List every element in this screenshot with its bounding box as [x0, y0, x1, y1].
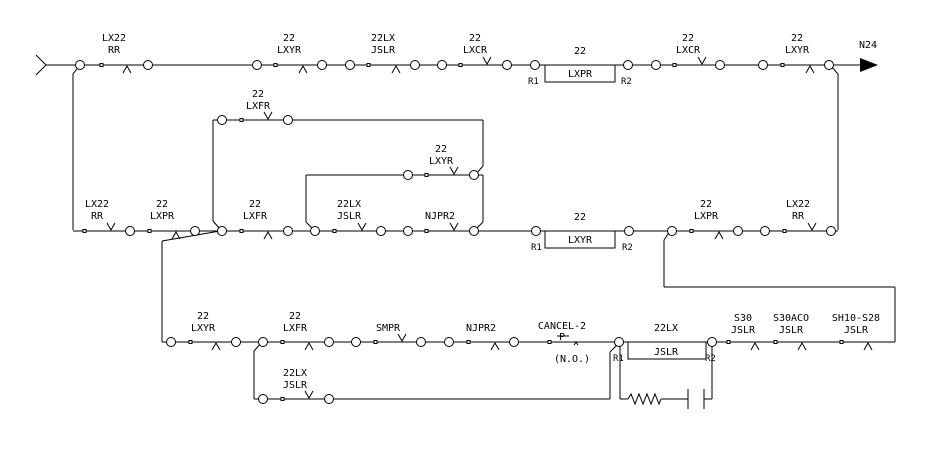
component-label: LXYR [568, 235, 593, 246]
component-label: LXPR [150, 211, 175, 222]
component-label: JSLR [283, 380, 308, 391]
contact-r2-22lxjslr: 22LX JSLR [310, 199, 386, 236]
contact-r3-smpr: SMPR [351, 323, 426, 347]
contact-r2-lx22rr-b: LX22 RR [760, 199, 836, 236]
component-label: R2 [621, 77, 632, 87]
contact-r3-sh10s28jslr: SH10-S28 JSLR [832, 313, 880, 351]
contact-r2-njpr2: NJPR2 [403, 211, 479, 236]
loop-wiring [212, 119, 484, 231]
component-label: JSLR [731, 325, 756, 336]
component-label: 22 [252, 89, 264, 100]
contact-loop-22lxyr: 22 LXYR [403, 144, 479, 180]
component-label: 22 [197, 311, 209, 322]
resistor-icon [627, 392, 662, 406]
component-label: LX22 [786, 199, 810, 210]
component-label: LXFR [246, 101, 271, 112]
component-label: NJPR2 [425, 211, 455, 222]
contact-r3-njpr2: NJPR2 [444, 323, 519, 351]
component-label: 22 [249, 199, 261, 210]
component-label: LXYR [277, 45, 302, 56]
component-label: 22 [283, 33, 295, 44]
contact-r1-22lxyr-b: 22 LXYR [758, 33, 834, 74]
component-label: RR [792, 211, 805, 222]
component-label: 22 [435, 144, 447, 155]
contact-bypass-22lxjslr: 22LX JSLR [258, 368, 334, 404]
component-label: 22 [574, 46, 586, 57]
component-label: JSLR [337, 211, 362, 222]
component-label: LXCR [676, 45, 701, 56]
component-label: LXFR [243, 211, 268, 222]
component-label: LX22 [85, 199, 109, 210]
contact-r2-22lxpr: 22 LXPR [147, 199, 200, 240]
contact-loop-22lxfr: 22 LXFR [217, 89, 293, 125]
component-label: R2 [705, 354, 716, 364]
component-label: RR [91, 211, 104, 222]
contact-r1-22lxjslr: 22LX JSLR [345, 33, 420, 74]
component-label: 22 [791, 33, 803, 44]
component-label: 22 [682, 33, 694, 44]
relay-coil-22lxpr: 22 LXPR R1 R2 [528, 46, 633, 87]
component-label: 22 [156, 199, 168, 210]
component-label: P [559, 332, 565, 343]
component-label: 22LX [337, 199, 361, 210]
component-label: SH10-S28 [832, 313, 880, 324]
component-label: 22 [289, 311, 301, 322]
component-label: R1 [613, 354, 624, 364]
contact-r2-22lxfr: 22 LXFR [217, 199, 293, 240]
component-label: S30 [734, 313, 752, 324]
component-label: 22LX [371, 33, 395, 44]
component-label: JSLR [371, 45, 396, 56]
row3-wiring [162, 341, 895, 400]
component-label: 22 [700, 199, 712, 210]
component-label: SMPR [376, 323, 401, 334]
component-label: LXYR [429, 156, 454, 167]
contact-r2-lx22rr: LX22 RR [82, 199, 135, 236]
component-label: RR [108, 45, 121, 56]
terminal-arrow-icon [860, 58, 878, 72]
component-label: JSLR [654, 347, 679, 358]
component-label: NJPR2 [466, 323, 496, 334]
contact-r2-22lxpr-b: 22 LXPR [667, 199, 743, 240]
component-label: JSLR [779, 325, 804, 336]
component-label: LXPR [568, 69, 593, 80]
component-label: 22LX [283, 368, 307, 379]
contact-r3-22lxyr: 22 LXYR [166, 311, 241, 351]
contact-r1-22lxcr-a: 22 LXCR [437, 33, 512, 70]
relay-coil-22lxyr: 22 LXYR R1 R2 [531, 212, 634, 253]
component-label: LXFR [283, 323, 308, 334]
contact-r3-s30acojslr: S30ACO JSLR [773, 313, 809, 351]
contact-r1-22lxcr-b: 22 LXCR [651, 33, 725, 70]
contact-r1-lx22rr: LX22 RR [75, 33, 153, 74]
contact-r3-22lxfr: 22 LXFR [258, 311, 334, 351]
component-label: S30ACO [773, 313, 809, 324]
component-label: LXCR [463, 45, 488, 56]
contact-r1-22lxyr: 22 LXYR [252, 33, 327, 74]
component-label: R1 [528, 77, 539, 87]
component-label: 22LX [654, 323, 678, 334]
relay-coil-22lxjslr: 22LX JSLR R1 R2 [613, 323, 717, 364]
component-label: LXPR [694, 211, 719, 222]
component-label: R2 [622, 243, 633, 253]
component-label: JSLR [844, 325, 869, 336]
component-label: (N.O.) [554, 354, 590, 365]
component-label: 22 [574, 212, 586, 223]
component-label: LXYR [191, 323, 216, 334]
pushbutton-cancel-2: CANCEL-2 P (N.O.) [538, 321, 590, 365]
contact-r3-s30jslr: S30 JSLR [726, 313, 760, 351]
capacitor-icon [687, 389, 705, 409]
component-label: LX22 [102, 33, 126, 44]
component-label: CANCEL-2 [538, 321, 586, 332]
component-label: 22 [469, 33, 481, 44]
terminal-label: N24 [859, 40, 877, 51]
row2-wiring [73, 230, 896, 342]
component-label: LXYR [785, 45, 810, 56]
component-label: R1 [531, 243, 542, 253]
